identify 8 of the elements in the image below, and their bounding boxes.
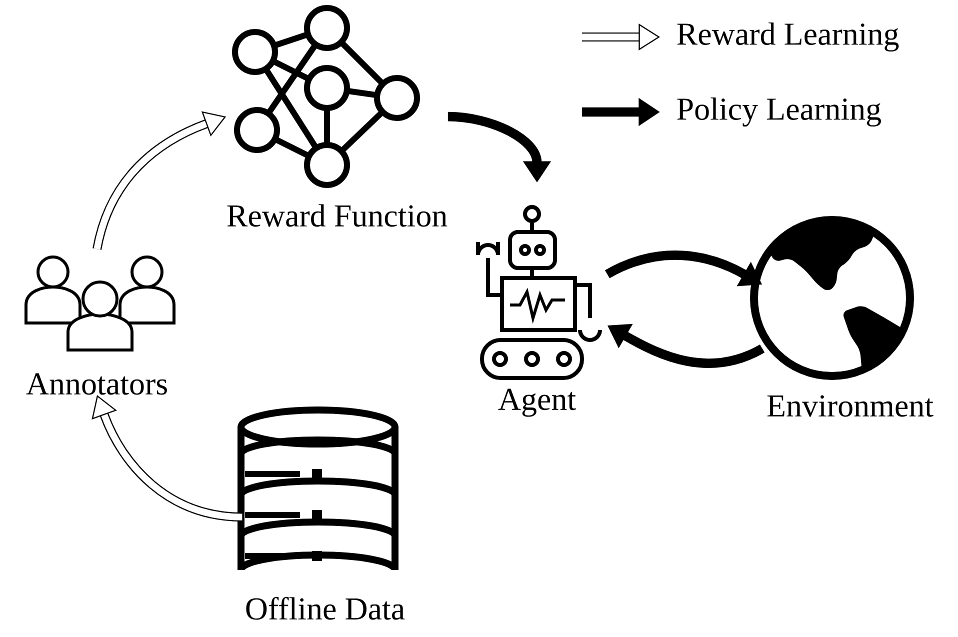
node-label: Agent [498,388,576,417]
curved-arrow [92,395,242,522]
legend-label: Reward Learning [677,22,899,52]
node-label: Environment [767,395,934,417]
node-label: Offline Data [246,596,405,620]
node-label: Reward Function [227,204,448,227]
legend-label: Policy Learning [677,97,881,127]
node-label: Annotators [26,373,167,395]
